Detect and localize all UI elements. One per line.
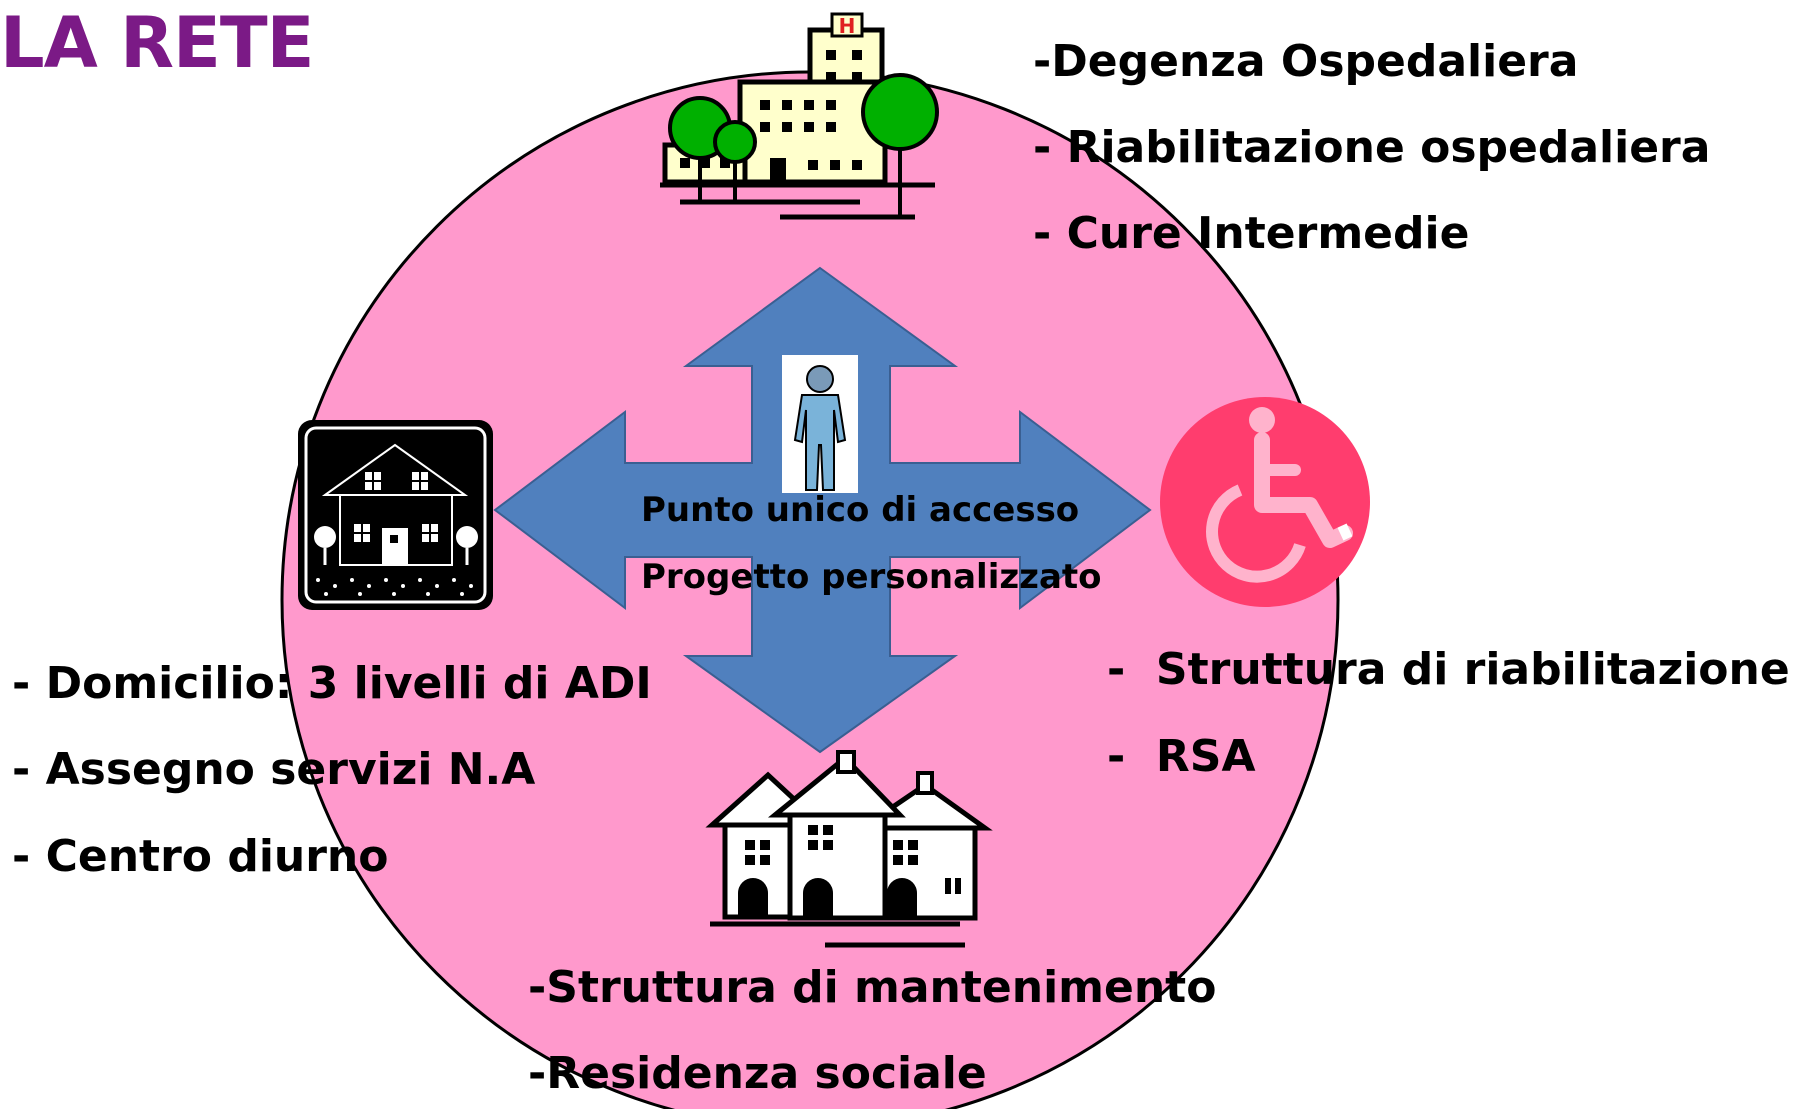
center-label-access: Punto unico di accesso [641, 490, 1080, 530]
hospital-sign: H [839, 14, 856, 38]
arrow-shape [493, 266, 1152, 754]
center-label-project: Progetto personalizzato [641, 557, 1102, 597]
home-item: - Centro diurno [12, 831, 389, 882]
slide-title: LA RETE [0, 2, 314, 84]
hospital-item: -Degenza Ospedaliera [1033, 36, 1579, 87]
hospital-item: - Cure Intermedie [1033, 208, 1470, 259]
residence-item: -Struttura di mantenimento [528, 962, 1217, 1013]
residence-item: -Residenza sociale [528, 1048, 987, 1099]
home-item: - Domicilio: 3 livelli di ADI [12, 658, 652, 709]
rehab-item: - RSA [1107, 731, 1256, 782]
home-item: - Assegno servizi N.A [12, 744, 536, 795]
hospital-item: - Riabilitazione ospedaliera [1033, 122, 1711, 173]
rehab-item: - Struttura di riabilitazione [1107, 644, 1790, 695]
